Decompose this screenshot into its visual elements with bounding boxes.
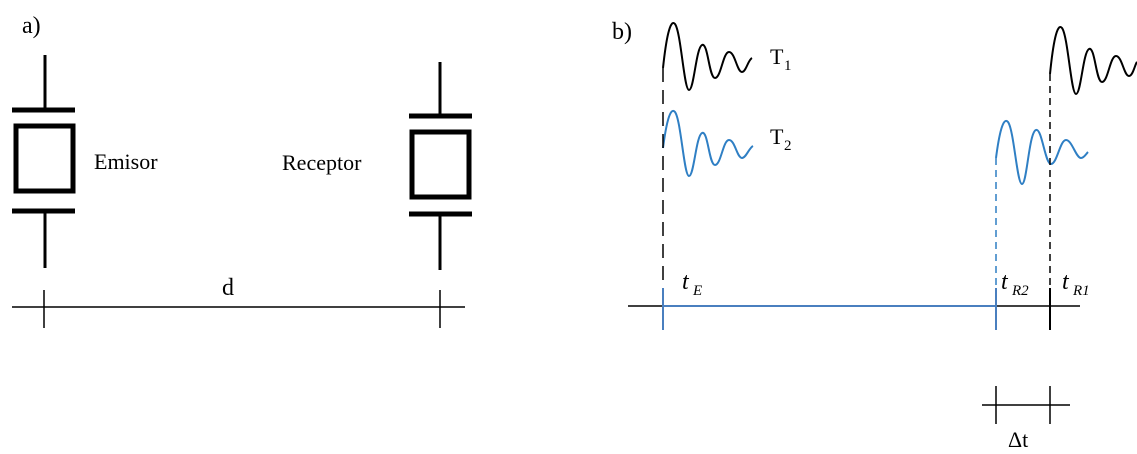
distance-label: d (222, 275, 234, 301)
legend-t1-sub: 1 (784, 58, 792, 74)
receiver-transducer (409, 62, 472, 270)
panel-b: b) T 1 T 2 t E t (612, 19, 1137, 452)
legend-t2-sub: 2 (784, 138, 792, 154)
panel-b-label: b) (612, 19, 632, 45)
marker-t-emit-sub: E (692, 283, 702, 299)
t2-emitted-wave (662, 109, 754, 178)
legend-t1: T 1 (770, 44, 792, 74)
emitter-transducer (12, 55, 76, 268)
marker-t-recv2-sub: R2 (1011, 283, 1029, 299)
emitter-crystal (13, 123, 76, 194)
t1-received-wave (1049, 26, 1137, 96)
legend-t1-main: T (770, 44, 784, 69)
receiver-label: Receptor (282, 150, 362, 175)
receiver-crystal (409, 129, 472, 200)
distance-dimension (12, 290, 465, 328)
legend-t2: T 2 (770, 124, 792, 154)
marker-t-recv1: t R1 (1062, 269, 1090, 299)
t1-emitted-wave (662, 22, 753, 92)
marker-t-recv1-main: t (1062, 269, 1070, 295)
delta-t-dimension (982, 386, 1070, 424)
marker-t-emit: t E (682, 269, 702, 299)
delta-t-label: Δt (1008, 427, 1028, 452)
panel-a-label: a) (22, 13, 41, 39)
marker-t-emit-main: t (682, 269, 690, 295)
legend-t2-main: T (770, 124, 784, 149)
marker-t-recv2: t R2 (1001, 269, 1029, 299)
panel-a: a) Emisor Receptor d (12, 13, 472, 328)
t2-received-wave (995, 119, 1089, 186)
marker-t-recv2-main: t (1001, 269, 1009, 295)
marker-t-recv1-sub: R1 (1072, 283, 1090, 299)
emitter-label: Emisor (94, 149, 158, 174)
